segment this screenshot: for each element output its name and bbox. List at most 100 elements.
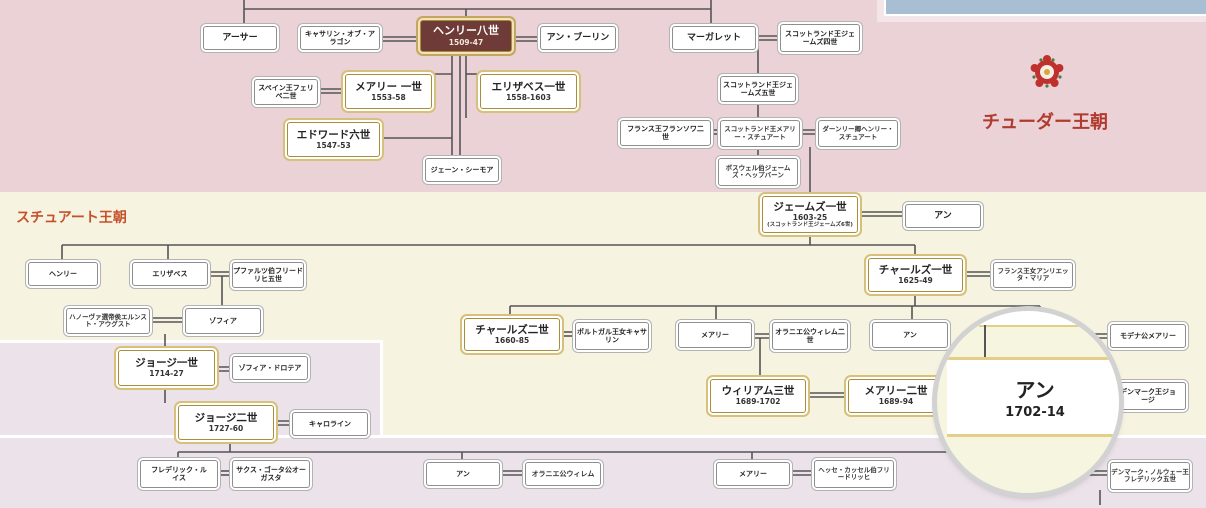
person-anne-boleyn[interactable]: アン・ブーリン <box>540 26 616 50</box>
person-name: フランス王女アンリエッタ・マリア <box>997 266 1069 282</box>
person-caroline-of-ansbach[interactable]: キャロライン <box>292 412 368 436</box>
person-name: エリザベス <box>152 269 188 278</box>
magnified-box-edge <box>979 311 1079 327</box>
person-name: メアリー <box>739 469 767 478</box>
person-henrietta-maria[interactable]: フランス王女アンリエッタ・マリア <box>993 262 1073 288</box>
reign-dates: 1727-60 <box>208 423 244 433</box>
person-name: アン <box>934 210 952 221</box>
person-name: アーサー <box>222 32 258 43</box>
person-james-v[interactable]: スコットランド王ジェームズ五世 <box>720 76 796 102</box>
person-mary-of-great-britain[interactable]: メアリー <box>716 462 790 486</box>
reign-dates: 1558-1603 <box>506 92 551 102</box>
person-name: マーガレット <box>686 32 741 43</box>
person-earl-of-bothwell[interactable]: ボスウェル伯ジェームズ・ヘップバーン <box>718 158 798 186</box>
person-name: ヘッセ・カッセル伯フリードリッヒ <box>818 465 890 481</box>
person-name: メアリー <box>701 330 729 339</box>
person-name: ジョージ二世 <box>194 411 258 424</box>
person-name: ダーンリー卿ヘンリー・スチュアート <box>822 125 894 141</box>
person-ernest-augustus[interactable]: ハノーヴァ選帝侯エルンスト・アウグスト <box>66 308 150 334</box>
person-henry-frederick[interactable]: ヘンリー <box>28 262 98 286</box>
person-james-iv[interactable]: スコットランド王ジェームズ四世 <box>780 24 860 52</box>
reign-dates: 1547-53 <box>316 140 351 150</box>
zoom-reign-dates: 1702-14 <box>1005 405 1065 420</box>
person-name: キャロライン <box>309 419 351 428</box>
person-name: ゾフィア・ドロテア <box>238 363 302 372</box>
zoom-person-name: アン <box>1015 378 1055 402</box>
reign-dates: 1625-49 <box>898 276 933 286</box>
person-name: スコットランド王ジェームズ四世 <box>785 29 855 46</box>
person-name: スコットランド王ジェームズ五世 <box>723 80 793 97</box>
person-name: デンマーク王ジョージ <box>1120 387 1176 404</box>
person-anne-princess-royal[interactable]: アン <box>426 462 500 486</box>
person-william-ii-of-orange[interactable]: オラニエ公ウィレム二世 <box>772 322 848 350</box>
person-name: アン・ブーリン <box>546 32 610 43</box>
person-mary-of-modena[interactable]: モデナ公メアリー <box>1110 324 1186 348</box>
person-name: フランス王フランソワ二世 <box>627 124 704 141</box>
person-catherine-of-braganza[interactable]: ポルトガル王女キャサリン <box>575 322 649 350</box>
person-mary-queen-of-scots[interactable]: スコットランド王メアリー・スチュアート <box>720 120 800 147</box>
person-name: エリザベス一世 <box>491 80 566 93</box>
person-name: モデナ公メアリー <box>1120 331 1176 340</box>
person-name: スコットランド王メアリー・スチュアート <box>724 125 796 141</box>
reign-dates: 1553-58 <box>371 92 406 102</box>
person-name: フレデリック・ルイス <box>151 465 207 482</box>
person-frederick-v-of-denmark[interactable]: デンマーク・ノルウェー王フレデリック五世 <box>1110 462 1190 490</box>
reign-dates: 1603-25 <box>792 212 828 222</box>
person-sophia-of-hanover[interactable]: ゾフィア <box>185 308 261 334</box>
person-name: ヘンリー <box>49 269 77 278</box>
person-elizabeth-stuart[interactable]: エリザベス <box>132 262 208 286</box>
reign-dates: 1509-47 <box>448 37 484 47</box>
magnifier-callout: アン 1702-14 <box>937 311 1119 493</box>
person-augusta-of-saxe-gotha[interactable]: サクス・ゴータ公オーガスタ <box>232 460 310 488</box>
person-william-iv-of-orange[interactable]: オラニエ公ウィレム <box>525 462 601 486</box>
reign-dates: 1714-27 <box>149 369 184 379</box>
person-name: チャールズ一世 <box>878 264 953 277</box>
person-name: スペイン王フェリペ二世 <box>258 83 314 100</box>
person-note: (スコットランド王ジェームズ6世) <box>767 222 853 229</box>
reign-dates: 1689-94 <box>878 397 914 407</box>
person-francis-ii[interactable]: フランス王フランソワ二世 <box>620 120 711 146</box>
person-jane-seymour[interactable]: ジェーン・シーモア <box>425 158 499 182</box>
person-name: キャサリン・オブ・アラゴン <box>305 29 375 46</box>
person-frederick-ii-of-hesse-kassel[interactable]: ヘッセ・カッセル伯フリードリッヒ <box>814 460 894 488</box>
person-name: ハノーヴァ選帝侯エルンスト・アウグスト <box>69 312 147 328</box>
person-name: ジェーン・シーモア <box>430 165 494 174</box>
person-name: ジェームズ一世 <box>773 200 847 213</box>
person-mary-princess-royal[interactable]: メアリー <box>678 322 752 348</box>
person-prince-george-of-denmark[interactable]: デンマーク王ジョージ <box>1110 382 1186 410</box>
magnified-person-queen-anne[interactable]: アン 1702-14 <box>947 357 1119 437</box>
person-anne-hyde[interactable]: アン <box>872 322 948 348</box>
reign-dates: 1689-1702 <box>735 397 781 407</box>
magnified-line <box>984 325 986 357</box>
blue-inset <box>884 0 1206 16</box>
person-name: メアリー 一世 <box>355 80 422 93</box>
person-sophia-dorothea[interactable]: ゾフィア・ドロテア <box>232 356 308 380</box>
person-name: ポルトガル王女キャサリン <box>577 327 647 344</box>
person-arthur[interactable]: アーサー <box>203 26 277 50</box>
person-name: メアリー二世 <box>864 385 928 398</box>
person-catherine-of-aragon[interactable]: キャサリン・オブ・アラゴン <box>300 26 380 50</box>
person-frederick-prince-of-wales[interactable]: フレデリック・ルイス <box>140 460 218 488</box>
person-margaret[interactable]: マーガレット <box>672 26 756 50</box>
person-anne-of-denmark[interactable]: アン <box>905 204 981 228</box>
tudor-dynasty-label: チューダー王朝 <box>982 112 1108 133</box>
person-name: チャールズ二世 <box>475 323 549 336</box>
person-philip-ii[interactable]: スペイン王フェリペ二世 <box>254 79 318 105</box>
person-name: デンマーク・ノルウェー王フレデリック五世 <box>1111 467 1189 483</box>
person-name: アン <box>456 469 470 478</box>
person-frederick-v-palatine[interactable]: プファルツ伯フリードリヒ五世 <box>232 262 304 288</box>
person-lord-darnley[interactable]: ダーンリー卿ヘンリー・スチュアート <box>818 120 898 147</box>
person-name: アン <box>903 330 917 339</box>
person-name: オラニエ公ウィレム二世 <box>775 327 845 344</box>
